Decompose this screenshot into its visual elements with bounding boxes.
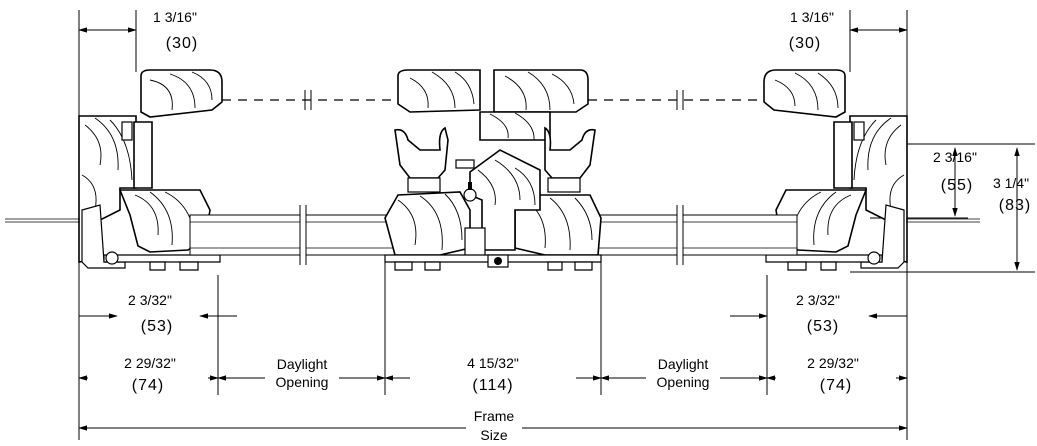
center-meeting-stiles <box>384 126 602 271</box>
dim-bottom-right-metric: (74) <box>820 377 852 394</box>
left-frame-stop <box>133 121 153 189</box>
frame-size-line1: Frame <box>474 408 515 424</box>
dim-mid-right-metric: (53) <box>807 318 839 335</box>
dim-top-left-imperial: 1 3/16" <box>153 9 197 25</box>
daylight-right-line2: Opening <box>657 374 710 390</box>
center-grille-left <box>397 69 481 113</box>
dim-mid-left-imperial: 2 3/32" <box>128 292 172 308</box>
daylight-left-line2: Opening <box>276 374 329 390</box>
dim-mid-right-imperial: 2 3/32" <box>796 292 840 308</box>
dim-bottom-left-imperial: 2 29/32" <box>124 355 176 371</box>
left-lock-handle <box>394 126 449 179</box>
daylight-left-line1: Daylight <box>277 356 328 372</box>
dim-bottom-left-metric: (74) <box>132 377 164 394</box>
dim-mid-left-metric: (53) <box>141 318 173 335</box>
top-grille-bars <box>140 69 846 141</box>
dim-right-outer-imperial: 3 1/4" <box>993 175 1029 191</box>
right-frame-section <box>765 115 908 271</box>
dim-right-outer-metric: (83) <box>999 197 1031 214</box>
dim-top-right-imperial: 1 3/16" <box>790 9 834 25</box>
dim-top-left-metric: (30) <box>166 35 198 52</box>
center-grille-right <box>493 69 589 113</box>
left-alum-cladding <box>81 204 126 269</box>
right-lock-handle <box>544 126 596 179</box>
dim-bottom-center-imperial: 4 15/32" <box>467 355 519 371</box>
right-grille-block <box>763 69 846 118</box>
glass-units <box>189 205 798 265</box>
dim-bottom-right-imperial: 2 29/32" <box>807 355 859 371</box>
frame-size-line2: Size <box>480 427 507 443</box>
dim-right-inner-imperial: 2 3/16" <box>933 149 977 165</box>
dim-right-inner-metric: (55) <box>941 177 973 194</box>
dim-bottom-center-metric: (114) <box>472 377 513 394</box>
left-sash <box>118 189 211 253</box>
dim-top-right-metric: (30) <box>789 35 821 52</box>
left-grille-block <box>140 69 223 118</box>
daylight-right-line1: Daylight <box>658 356 709 372</box>
